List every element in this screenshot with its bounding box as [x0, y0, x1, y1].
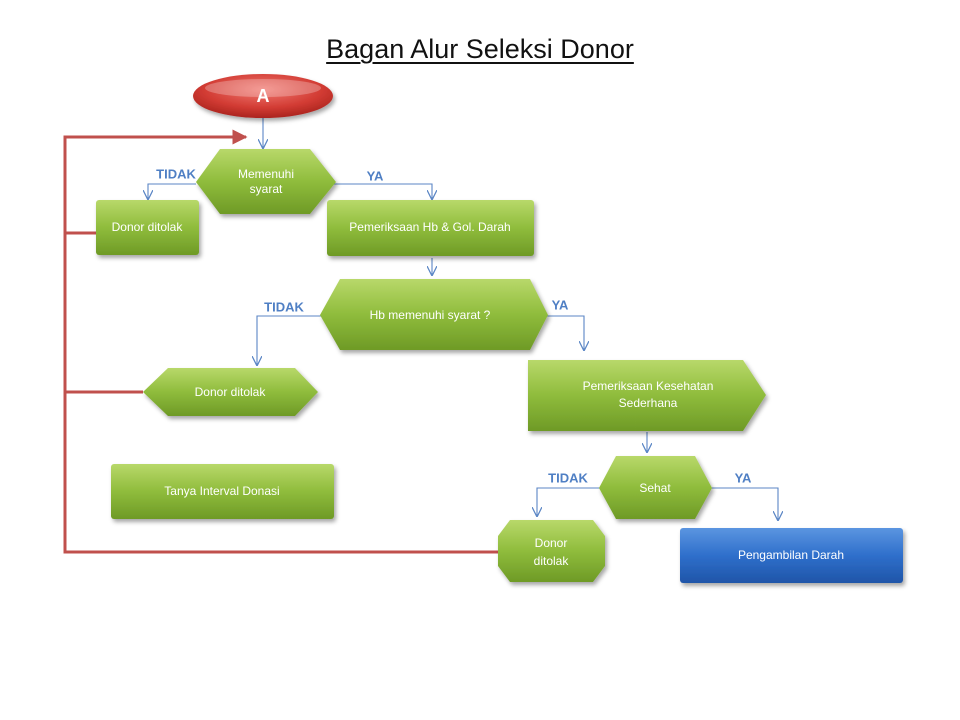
start-terminator: A	[193, 74, 333, 118]
rejected-3-line-1: Donor	[535, 536, 568, 550]
health-check-line-2: Sederhana	[619, 396, 678, 410]
check-hb-gol-label: Pemeriksaan Hb & Gol. Darah	[349, 220, 510, 234]
branch-label-tidak: TIDAK	[156, 166, 196, 181]
decision-syarat-line-1: Memenuhi	[238, 167, 294, 181]
branch-label-ya: YA	[552, 297, 569, 312]
health-check-line-1: Pemeriksaan Kesehatan	[583, 379, 714, 393]
branch-label-ya: YA	[367, 168, 384, 183]
blood-draw-label: Pengambilan Darah	[738, 548, 844, 562]
process-tanya-interval-donasi: Tanya Interval Donasi	[111, 464, 334, 519]
decision-hb-memenuhi-syarat: Hb memenuhi syarat ?	[320, 279, 548, 350]
decision-hb-label: Hb memenuhi syarat ?	[370, 308, 491, 322]
branch-label-ya: YA	[735, 470, 752, 485]
rejected-2-label: Donor ditolak	[195, 385, 267, 399]
loop-back-connector	[63, 129, 500, 554]
decision-memenuhi-syarat: Memenuhi syarat	[196, 149, 336, 214]
flow-connectors	[148, 118, 778, 520]
branch-label-tidak: TIDAK	[264, 299, 304, 314]
process-donor-ditolak-2: Donor ditolak	[143, 368, 318, 416]
rejected-3-line-2: ditolak	[534, 554, 570, 568]
slide-title: Bagan Alur Seleksi Donor	[326, 34, 634, 64]
process-pemeriksaan-hb-gol: Pemeriksaan Hb & Gol. Darah	[327, 200, 534, 256]
decision-sehat: Sehat	[599, 456, 712, 519]
process-pemeriksaan-kesehatan: Pemeriksaan Kesehatan Sederhana	[528, 360, 766, 431]
process-donor-ditolak-1: Donor ditolak	[96, 200, 199, 255]
branch-label-tidak: TIDAK	[548, 470, 588, 485]
process-pengambilan-darah: Pengambilan Darah	[680, 528, 903, 583]
decision-sehat-label: Sehat	[639, 481, 671, 495]
ask-interval-label: Tanya Interval Donasi	[164, 484, 279, 498]
rejected-1-label: Donor ditolak	[112, 220, 184, 234]
start-label: A	[257, 86, 270, 106]
process-donor-ditolak-3: Donor ditolak	[498, 520, 605, 582]
decision-syarat-line-2: syarat	[250, 182, 283, 196]
